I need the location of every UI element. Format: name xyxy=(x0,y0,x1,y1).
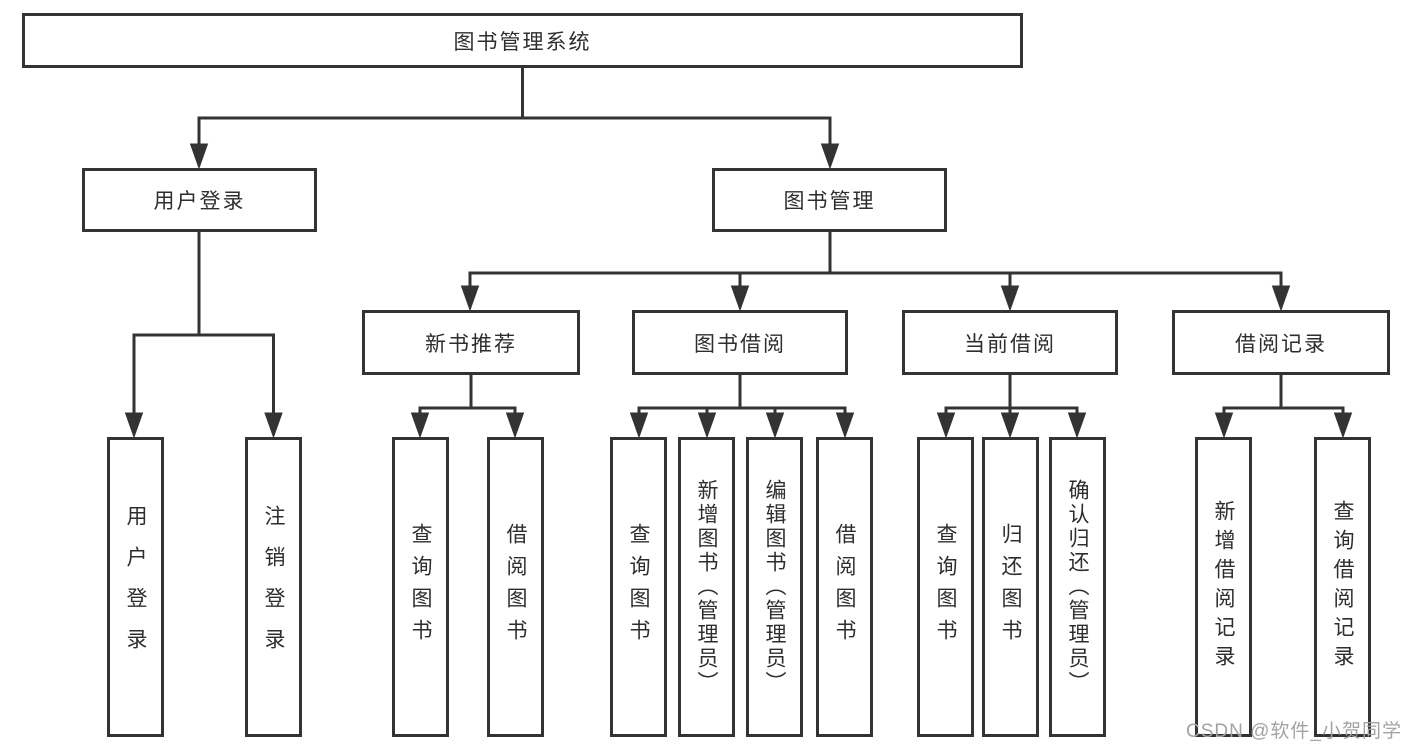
leaf-return-books-label: 归还图书 xyxy=(999,523,1022,651)
leaf-query-books-current: 查询图书 xyxy=(917,437,974,737)
leaf-logout: 注销登录 xyxy=(245,437,302,737)
leaf-add-borrow-record: 新增借阅记录 xyxy=(1195,437,1252,737)
leaf-user-login: 用户登录 xyxy=(107,437,164,737)
connector-root-split xyxy=(189,68,840,170)
node-new-book-recommend: 新书推荐 xyxy=(362,310,580,375)
leaf-borrow-books-label: 借阅图书 xyxy=(833,523,856,651)
leaf-edit-books-admin: 编辑图书（管理员） xyxy=(746,437,803,737)
node-borrow-records-label: 借阅记录 xyxy=(1235,332,1327,356)
connector-user-login-split xyxy=(124,232,283,439)
leaf-return-books: 归还图书 xyxy=(982,437,1039,737)
node-book-management: 图书管理 xyxy=(712,168,947,232)
leaf-query-books-recommend: 查询图书 xyxy=(392,437,449,737)
node-new-book-recommend-label: 新书推荐 xyxy=(425,332,517,356)
connector-book-borrow-split xyxy=(629,375,855,439)
node-current-borrow-label: 当前借阅 xyxy=(964,332,1056,356)
leaf-query-borrow-record: 查询借阅记录 xyxy=(1314,437,1371,737)
connector-borrow-record-split xyxy=(1214,375,1353,439)
leaf-confirm-return-admin: 确认归还（管理员） xyxy=(1049,437,1106,737)
node-user-login: 用户登录 xyxy=(82,168,317,232)
leaf-edit-books-admin-label: 编辑图书（管理员） xyxy=(763,479,786,695)
node-book-borrow-label: 图书借阅 xyxy=(694,332,786,356)
leaf-confirm-return-admin-label: 确认归还（管理员） xyxy=(1066,479,1089,695)
leaf-query-borrow-record-label: 查询借阅记录 xyxy=(1331,500,1354,674)
node-root-system: 图书管理系统 xyxy=(22,13,1023,68)
node-root-system-label: 图书管理系统 xyxy=(453,30,592,54)
leaf-query-books-borrow-label: 查询图书 xyxy=(627,523,650,651)
leaf-borrow-books-recommend-label: 借阅图书 xyxy=(504,523,527,651)
leaf-add-books-admin-label: 新增图书（管理员） xyxy=(695,479,718,695)
connector-current-borrow-split xyxy=(936,375,1087,439)
node-book-borrow: 图书借阅 xyxy=(632,310,848,375)
connector-new-book-split xyxy=(410,375,525,439)
connector-book-management-split xyxy=(460,232,1291,312)
node-current-borrow: 当前借阅 xyxy=(902,310,1118,375)
leaf-query-books-current-label: 查询图书 xyxy=(934,523,957,651)
node-borrow-records: 借阅记录 xyxy=(1172,310,1390,375)
node-book-management-label: 图书管理 xyxy=(783,190,876,213)
leaf-user-login-label: 用户登录 xyxy=(124,505,147,669)
leaf-query-books-borrow: 查询图书 xyxy=(610,437,667,737)
watermark: CSDN @软件_小贺同学 xyxy=(1186,721,1402,742)
node-user-login-label: 用户登录 xyxy=(153,190,246,213)
leaf-borrow-books: 借阅图书 xyxy=(816,437,873,737)
leaf-borrow-books-recommend: 借阅图书 xyxy=(487,437,544,737)
leaf-add-borrow-record-label: 新增借阅记录 xyxy=(1212,500,1235,674)
leaf-query-books-recommend-label: 查询图书 xyxy=(409,523,432,651)
leaf-logout-label: 注销登录 xyxy=(262,505,285,669)
leaf-add-books-admin: 新增图书（管理员） xyxy=(678,437,735,737)
